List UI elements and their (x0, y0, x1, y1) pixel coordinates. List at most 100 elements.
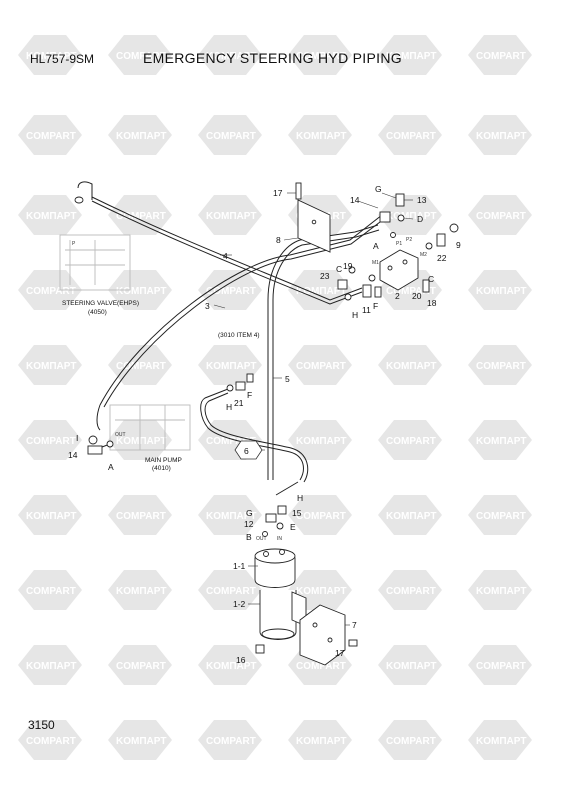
watermark-text: COMPART (386, 286, 436, 297)
callout-h-mid: H (226, 402, 232, 412)
watermark-text: KOMПAPT (26, 511, 77, 522)
fitting-14-low (87, 445, 103, 455)
pipe-item-6-b (204, 392, 309, 483)
pipe-item-5-b (272, 229, 380, 480)
leader-3 (213, 304, 226, 309)
watermark-hexagon (18, 495, 82, 535)
callout-3: 3 (205, 301, 210, 311)
components (59, 182, 459, 666)
callout-20: 20 (412, 291, 422, 301)
watermark-hexagon (468, 195, 532, 235)
bracket-item-7 (299, 604, 346, 666)
watermark-hexagon (378, 720, 442, 760)
hose-top-left-bend (77, 181, 93, 200)
watermark-text: COMPART (296, 361, 346, 372)
watermark-text: COMPART (206, 286, 256, 297)
watermark-hexagon (468, 35, 532, 75)
pump-top-face (254, 548, 296, 564)
watermark-hexagon (108, 495, 172, 535)
port-p: P (72, 241, 76, 247)
watermark-text: KOMПAPT (26, 661, 77, 672)
callout-18: 18 (427, 298, 437, 308)
leader-14a (357, 200, 379, 209)
pipe-item-6-a (200, 388, 304, 481)
watermark-hexagon (288, 720, 352, 760)
note-item-ref: (3010 ITEM 4) (218, 332, 260, 339)
fitting-18 (422, 279, 430, 293)
watermark-hexagon (108, 195, 172, 235)
callout-11: 11 (362, 305, 371, 315)
watermark-text: KOMПAPT (476, 286, 527, 297)
callout-17-top: 17 (273, 188, 283, 198)
notes: STEERING VALVE(EHPS) (4050) (3010 ITEM 4… (62, 237, 427, 542)
fitting-21 (235, 381, 246, 391)
watermark-hexagon (108, 645, 172, 685)
watermark-text: KOMПAPT (296, 736, 347, 747)
watermark-text: KOMПAPT (206, 211, 257, 222)
watermark-text: KOMПAPT (116, 286, 167, 297)
fitting-23 (337, 279, 348, 290)
callout-f-mid: F (247, 390, 252, 400)
watermark-text: COMPART (26, 131, 76, 142)
callout-b: B (246, 532, 252, 542)
watermark-text: COMPART (26, 286, 76, 297)
watermark-hexagon (378, 195, 442, 235)
callout-1-2: 1-2 (233, 599, 246, 609)
watermark-hexagon (18, 645, 82, 685)
callout-h-low: H (297, 493, 303, 503)
pump-port-a (263, 551, 269, 557)
watermark-hexagon (198, 115, 262, 155)
bolt-item-17-bottom (348, 639, 358, 647)
leader-8 (283, 237, 299, 241)
watermark-hexagon (378, 570, 442, 610)
leader-ga (381, 192, 397, 199)
watermark-text: COMPART (26, 436, 76, 447)
watermark-hexagon (18, 345, 82, 385)
watermark-hexagon (378, 420, 442, 460)
watermark-hexagon (18, 35, 82, 75)
watermark-text: KOMПAPT (26, 51, 77, 62)
page-number: 3150 (28, 718, 55, 732)
watermark-text: KOMПAPT (26, 361, 77, 372)
callout-c-right: C (428, 274, 434, 284)
callout-f-block: F (373, 301, 378, 311)
watermark-hexagon (108, 570, 172, 610)
watermark-hexagon (378, 495, 442, 535)
fitting-h (344, 293, 352, 301)
bracket-7-hole-b (327, 637, 333, 643)
callout-19: 19 (343, 261, 353, 271)
bracket-hole (311, 219, 317, 225)
watermark-hexagon (18, 195, 82, 235)
piping-lines (77, 181, 385, 496)
watermark-hexagon (198, 345, 262, 385)
callout-14-top: 14 (350, 195, 360, 205)
bolt-item-16 (255, 644, 265, 654)
watermark-hexagon (198, 270, 262, 310)
watermark-text: COMPART (26, 586, 76, 597)
watermark-text: KOMПAPT (116, 736, 167, 747)
fitting-21-oring (226, 384, 234, 392)
watermark-hexagon (468, 270, 532, 310)
callout-13: 13 (417, 195, 427, 205)
watermark-hexagon (468, 495, 532, 535)
watermark-hexagon (18, 570, 82, 610)
watermark-text: KOMПAPT (386, 511, 437, 522)
watermark-layer: KOMПAPT COMPART KOMПAPT COMPART KOMПAPT COMPA… (18, 35, 532, 760)
watermark-text: COMPART (206, 586, 256, 597)
watermark-text: KOMПAPT (296, 436, 347, 447)
steering-valve-ghost (59, 234, 131, 291)
watermark-hexagon (288, 345, 352, 385)
watermark-text: COMPART (296, 51, 346, 62)
callout-21: 21 (234, 398, 244, 408)
callout-g-top: G (375, 184, 382, 194)
port-out-motor: OUT (256, 536, 267, 542)
callout-14-low: 14 (68, 450, 78, 460)
port-p1: P1 (396, 241, 402, 247)
watermark-text: COMPART (116, 211, 166, 222)
watermark-text: COMPART (296, 661, 346, 672)
hose-item-3-a (99, 214, 383, 406)
watermark-text: KOMПAPT (206, 511, 257, 522)
watermark-hexagon (468, 420, 532, 460)
watermark-hexagon (18, 420, 82, 460)
